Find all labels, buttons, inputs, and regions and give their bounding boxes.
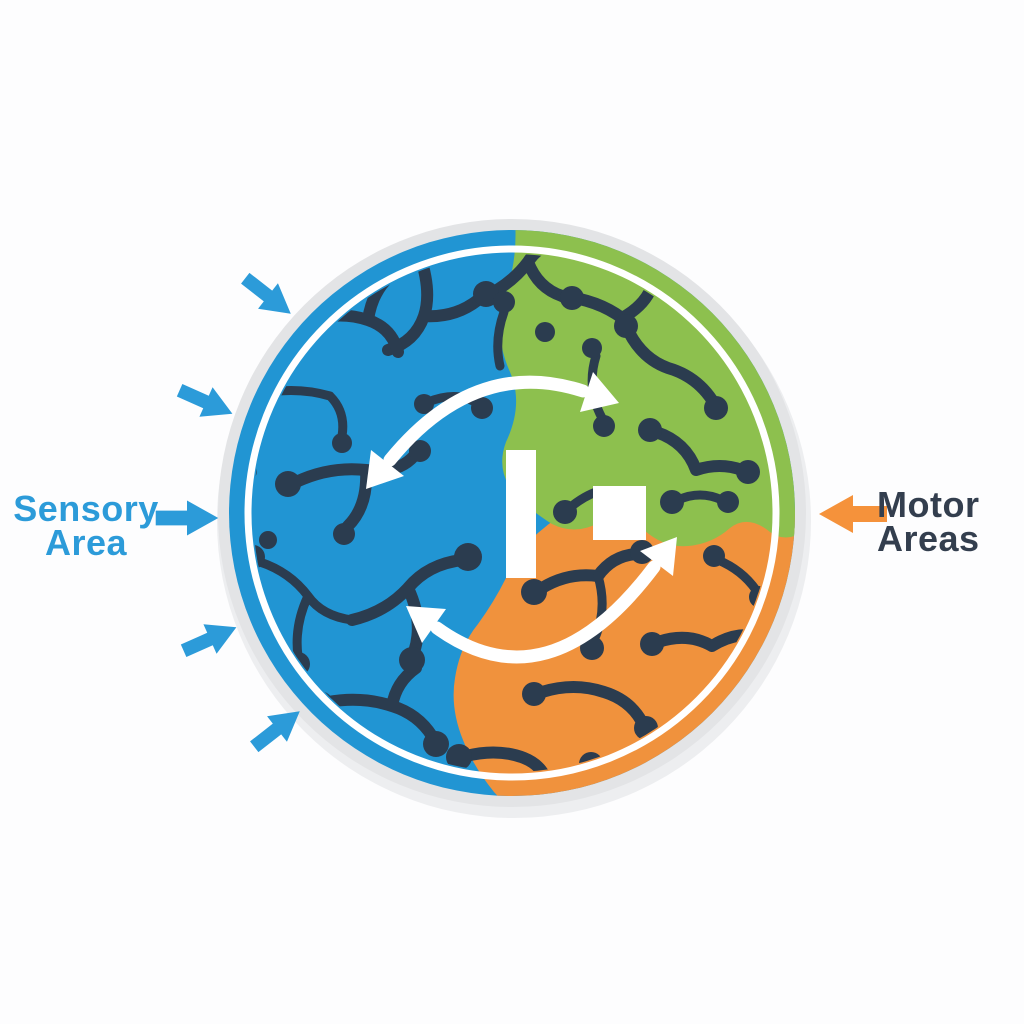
- sensory-area-label: Sensory Area: [6, 488, 166, 563]
- inner-ring: [244, 245, 780, 781]
- flow-arrowhead-left-icon: [406, 606, 446, 643]
- input-arrow-2-icon: [173, 375, 239, 429]
- sensory-area-label-line2: Area: [44, 522, 128, 563]
- input-arrow-4-icon: [177, 612, 243, 666]
- motor-areas-label-line1: Motor: [877, 484, 980, 525]
- motor-areas-label: Motor Areas: [877, 484, 1024, 559]
- sensory-area-label-line1: Sensory: [13, 488, 159, 529]
- flow-arrowhead-right-icon: [640, 537, 677, 576]
- input-arrow-1-icon: [235, 265, 301, 327]
- flow-arrowhead-right-icon: [580, 372, 619, 412]
- motor-areas-label-line2: Areas: [877, 518, 980, 559]
- center-bar-shape: [506, 450, 536, 578]
- flow-arrow-top: [366, 372, 619, 489]
- motor-region-green: [499, 230, 795, 547]
- flow-arrow-bottom: [406, 537, 677, 664]
- flow-arrowhead-left-icon: [366, 450, 404, 489]
- center-square-shape: [593, 486, 646, 540]
